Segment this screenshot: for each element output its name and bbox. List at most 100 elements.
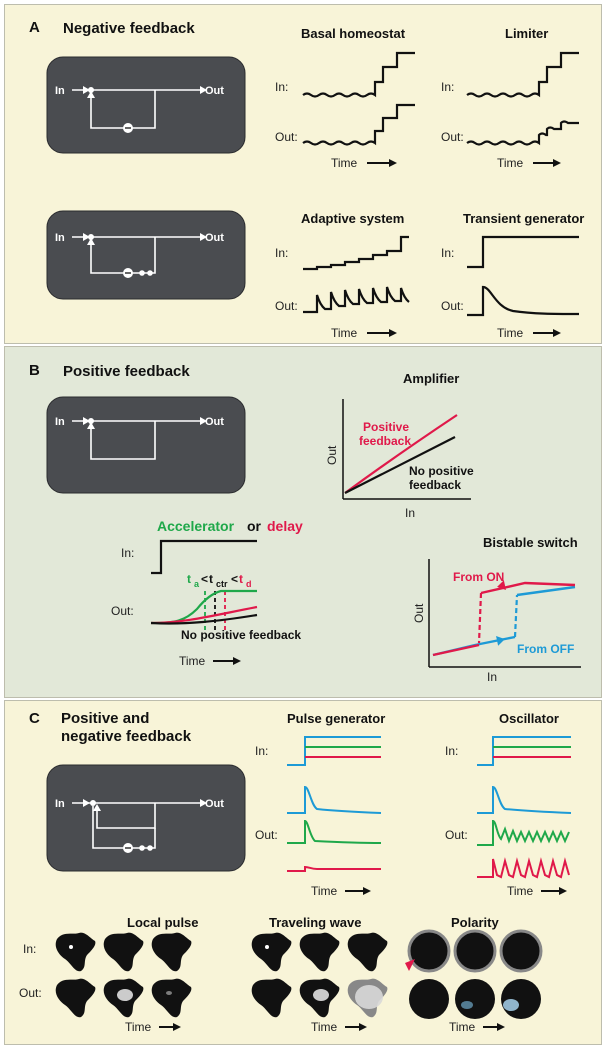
bistable-on-branch [480, 581, 576, 595]
diagram2-in-label: In [55, 232, 65, 244]
accel-out-label: Out: [111, 604, 134, 618]
pulse-out-red [287, 865, 381, 872]
panel-b-positive-feedback: B Positive feedback In Out Amplifier Out… [4, 346, 602, 698]
diagram2-out-label: Out [205, 232, 224, 244]
transient-out-trace [467, 285, 580, 317]
diagram-c-in-label: In [55, 798, 65, 810]
polarity-title: Polarity [451, 915, 499, 930]
transient-in-label: In: [441, 246, 454, 260]
basal-out-trace [302, 103, 415, 146]
osc-in-label: In: [445, 744, 458, 758]
osc-in-blue [477, 736, 571, 766]
pos-neg-feedback-diagram: In Out [46, 764, 246, 872]
limiter-in-label: In: [441, 80, 454, 94]
cells-in-label: In: [23, 942, 36, 956]
osc-out-label: Out: [445, 828, 468, 842]
panel-a-letter: A [29, 19, 40, 36]
t-d-sub: d [246, 579, 252, 589]
bistable-y-axis-label: Out [412, 603, 426, 623]
no-positive-label-1: No positive [409, 464, 474, 478]
limiter-out-trace [466, 120, 579, 146]
transient-out-label: Out: [441, 299, 464, 313]
amplifier-no-positive-curve [344, 436, 456, 494]
pulse-in-blue [287, 736, 381, 766]
panel-c-letter: C [29, 710, 40, 727]
accel-time-label: Time [179, 654, 206, 668]
transient-time-label: Time [497, 326, 524, 340]
transient-in-trace [467, 235, 579, 269]
t-ctr-sub: ctr [216, 579, 228, 589]
positive-feedback-diagram: In Out [46, 396, 246, 494]
panel-a-title: Negative feedback [63, 20, 195, 37]
panel-b-canvas: B Positive feedback In Out Amplifier Out… [29, 362, 581, 684]
t-a-label: t [187, 572, 191, 586]
pulse-out-green [287, 819, 382, 844]
panel-c-title-2: negative feedback [61, 728, 192, 745]
local-time-label: Time [125, 1020, 152, 1034]
from-off-label: From OFF [517, 642, 574, 656]
pulse-time-label: Time [311, 884, 338, 898]
accel-black-trace [150, 613, 258, 625]
amplifier-y-axis-label: Out [325, 445, 339, 465]
adaptive-in-label: In: [275, 246, 288, 260]
adaptive-in-trace [303, 235, 409, 271]
bistable-x-axis-label: In [487, 670, 497, 684]
oscillator-title: Oscillator [499, 711, 559, 726]
diagram-b-out-label: Out [205, 416, 224, 428]
adaptive-out-trace [303, 286, 410, 314]
adaptive-out-label: Out: [275, 299, 298, 313]
amplifier-x-axis-label: In [405, 506, 415, 520]
basal-out-label: Out: [275, 130, 298, 144]
osc-time-label: Time [507, 884, 534, 898]
transient-generator-title: Transient generator [463, 211, 584, 226]
or-label: or [247, 518, 262, 534]
panel-c-title-1: Positive and [61, 710, 149, 727]
bistable-switch-title: Bistable switch [483, 535, 578, 550]
basal-in-label: In: [275, 80, 288, 94]
negative-feedback-diagram-2: In Out [46, 210, 246, 300]
basal-homeostat-title: Basal homeostat [301, 26, 406, 41]
osc-out-green [477, 819, 570, 846]
adaptive-time-label: Time [331, 326, 358, 340]
delay-label: delay [267, 518, 303, 534]
basal-time-label: Time [331, 156, 358, 170]
pulse-in-label: In: [255, 744, 268, 758]
cells-out-label: Out: [19, 986, 42, 1000]
basal-in-trace [302, 51, 415, 98]
pulse-generator-title: Pulse generator [287, 711, 385, 726]
diagram-c-out-label: Out [205, 798, 224, 810]
amplifier-title: Amplifier [403, 371, 459, 386]
amplifier-positive-curve [344, 414, 458, 494]
accel-red-trace [150, 605, 258, 625]
polarity-time-label: Time [449, 1020, 476, 1034]
accelerator-label: Accelerator [157, 518, 235, 534]
pulse-out-label: Out: [255, 828, 278, 842]
lt-1: < [201, 572, 208, 586]
panel-b-letter: B [29, 362, 40, 379]
osc-out-blue [477, 785, 572, 814]
panel-c-positive-negative-feedback: C Positive and negative feedback In Out … [4, 700, 602, 1045]
panel-a-negative-feedback: A Negative feedback In Out In Out Basal … [4, 4, 602, 344]
limiter-out-label: Out: [441, 130, 464, 144]
adaptive-system-title: Adaptive system [301, 211, 404, 226]
accel-in-trace [151, 539, 257, 575]
lt-2: < [231, 572, 238, 586]
limiter-title: Limiter [505, 26, 548, 41]
limiter-in-trace [466, 51, 579, 98]
traveling-wave-title: Traveling wave [269, 915, 362, 930]
no-positive-label-2: feedback [409, 478, 461, 492]
diagram-out-label: Out [205, 85, 224, 97]
diagram-b-in-label: In [55, 416, 65, 428]
t-a-sub: a [194, 579, 200, 589]
no-positive-feedback-label: No positive feedback [181, 628, 301, 642]
panel-a-canvas: A Negative feedback In Out In Out Basal … [29, 19, 584, 340]
panel-c-canvas: C Positive and negative feedback In Out … [19, 710, 572, 1034]
local-pulse-title: Local pulse [127, 915, 199, 930]
panel-b-title: Positive feedback [63, 363, 190, 380]
pulse-out-blue [287, 785, 382, 814]
limiter-time-label: Time [497, 156, 524, 170]
negative-feedback-diagram-1: In Out [46, 56, 246, 154]
accel-in-label: In: [121, 546, 134, 560]
t-d-label: t [239, 572, 243, 586]
wave-time-label: Time [311, 1020, 338, 1034]
